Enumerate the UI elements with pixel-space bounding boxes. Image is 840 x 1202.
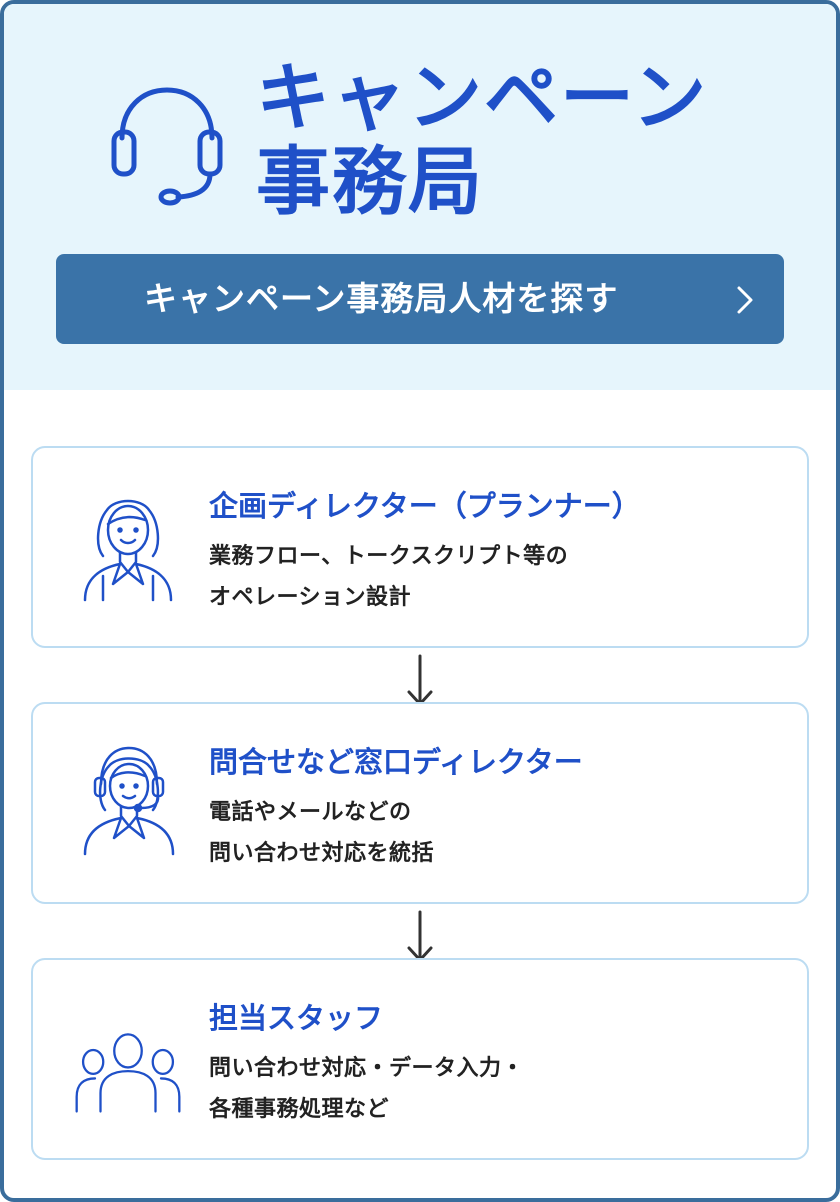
- card-title: 企画ディレクター（プランナー）: [209, 489, 641, 523]
- card-description: 業務フロー、トークスクリプト等の オペレーション設計: [209, 536, 568, 618]
- card-description-line: オペレーション設計: [209, 585, 412, 610]
- card-description-line: 業務フロー、トークスクリプト等の: [209, 544, 569, 569]
- card-description-line: 電話やメールなどの: [209, 800, 412, 825]
- card-description-line: 各種事務処理など: [209, 1097, 390, 1122]
- title-line-2: 事務局: [256, 139, 484, 225]
- find-staff-button[interactable]: キャンペーン事務局人材を探す: [56, 254, 784, 344]
- role-card-planner: 企画ディレクター（プランナー） 業務フロー、トークスクリプト等の オペレーション…: [31, 446, 809, 648]
- find-staff-button-label: キャンペーン事務局人材を探す: [144, 279, 619, 318]
- female-director-icon: [83, 499, 173, 602]
- card-description: 問い合わせ対応・データ入力・ 各種事務処理など: [209, 1048, 524, 1130]
- operator-headset-icon: [83, 746, 175, 856]
- card-title: 問合せなど窓口ディレクター: [209, 745, 583, 779]
- card-title: 担当スタッフ: [209, 1001, 384, 1035]
- chevron-right-icon: [737, 286, 753, 314]
- role-card-staff: 担当スタッフ 問い合わせ対応・データ入力・ 各種事務処理など: [31, 958, 809, 1160]
- role-card-contact-director: 問合せなど窓口ディレクター 電話やメールなどの 問い合わせ対応を統括: [31, 702, 809, 904]
- headset-icon: [111, 87, 223, 206]
- page-title: キャンペーン 事務局: [256, 56, 708, 224]
- team-staff-icon: [75, 1033, 181, 1113]
- title-line-1: キャンペーン: [256, 55, 709, 141]
- hero-section: キャンペーン 事務局 キャンペーン事務局人材を探す: [4, 4, 836, 390]
- card-description-line: 問い合わせ対応を統括: [209, 841, 435, 866]
- card-description-line: 問い合わせ対応・データ入力・: [209, 1056, 525, 1081]
- card-description: 電話やメールなどの 問い合わせ対応を統括: [209, 792, 434, 874]
